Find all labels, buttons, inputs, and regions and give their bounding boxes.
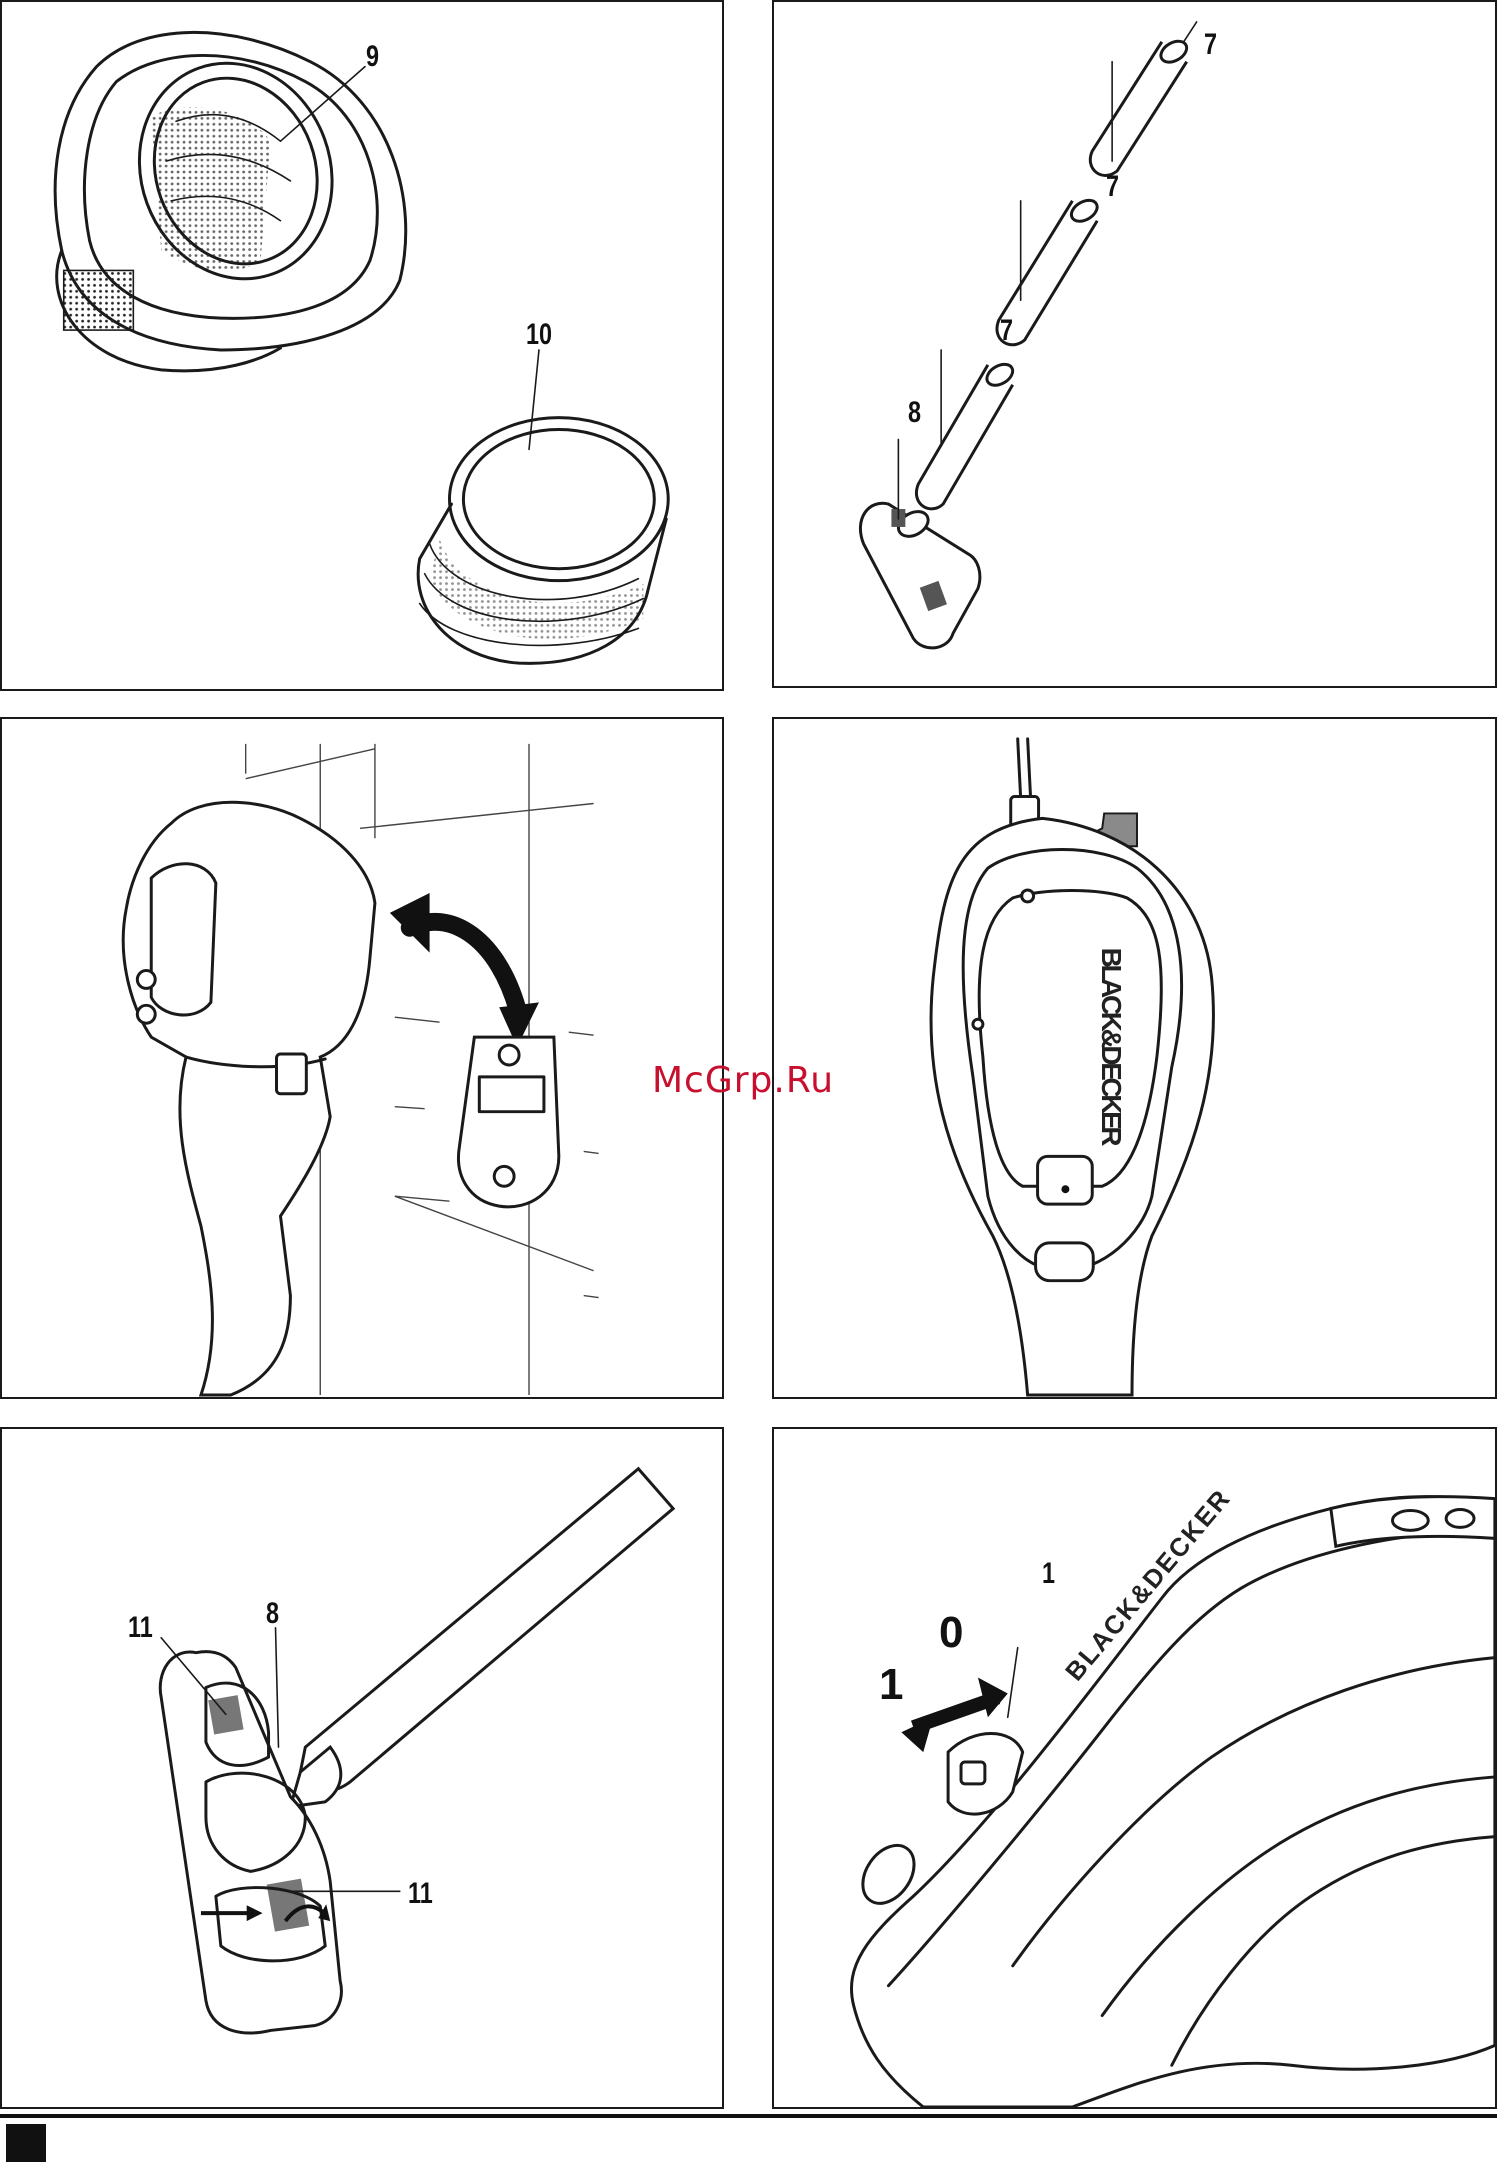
figure-panel-nozzle: 11 8 11 [0,1427,724,2109]
charging-illustration: BLACK&DECKER [774,719,1495,1397]
charging-brand-label: BLACK&DECKER [1096,948,1127,1147]
filter-illustration [2,2,722,689]
callout-7-middle: 7 [1106,172,1119,202]
callout-0-off: 0 [939,1611,963,1655]
figure-panel-switch: BLACK&DECKER 1 0 1 [772,1427,1497,2109]
callout-7-top: 7 [1204,30,1217,60]
nozzle-illustration [2,1429,722,2107]
figure-panel-filters: 9 10 [0,0,724,691]
figure-panel-charging: BLACK&DECKER [772,717,1497,1399]
figure-panel-wall-mount [0,717,724,1399]
callout-11-upper: 11 [128,1613,153,1643]
wall-mount-illustration [2,719,722,1397]
callout-8: 8 [266,1599,279,1629]
figure-panel-tubes: 7 7 7 8 [772,0,1497,688]
callout-11-lower: 11 [408,1879,433,1909]
callout-9: 9 [366,42,379,72]
tubes-illustration [774,2,1495,686]
switch-illustration: BLACK&DECKER [774,1429,1495,2107]
footer-rule [0,2114,1497,2118]
callout-1-switch: 1 [1042,1559,1055,1589]
callout-7-lower: 7 [1000,316,1013,346]
callout-1-on: 1 [879,1663,903,1707]
callout-8: 8 [908,398,921,428]
watermark: McGrp.Ru [652,1060,834,1101]
page-marker-block [6,2124,46,2162]
callout-10: 10 [526,320,552,350]
